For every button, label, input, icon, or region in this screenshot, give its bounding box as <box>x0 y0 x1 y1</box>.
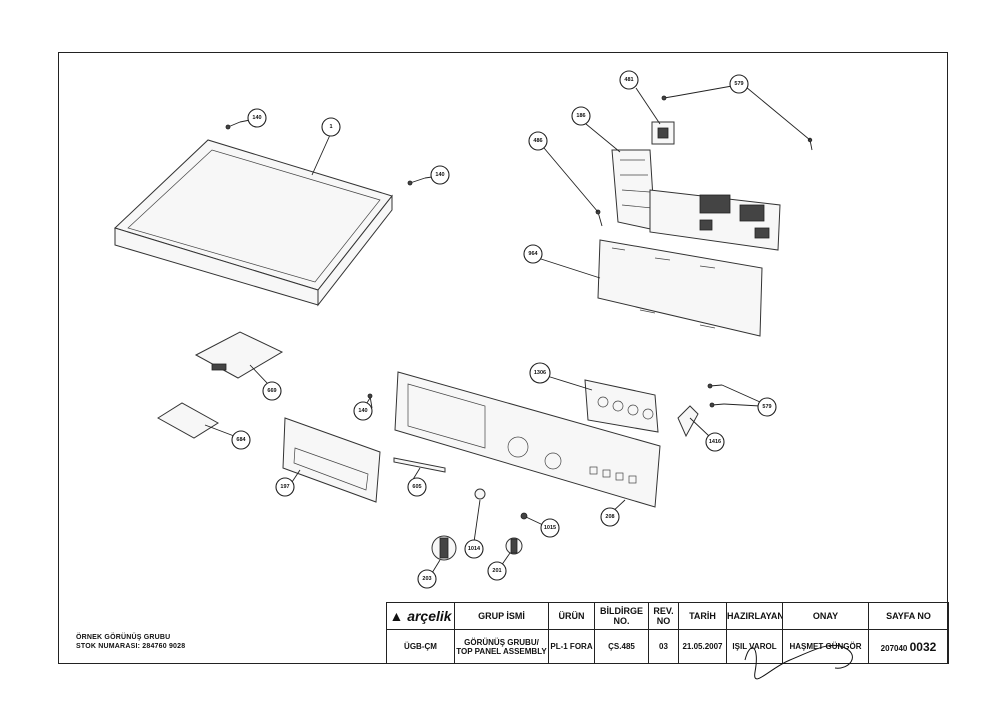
title-block: ▲ arçelik GRUP İSMİ ÜRÜN BİLDİRGE NO. RE… <box>386 602 949 664</box>
pin-1015-part <box>520 512 528 520</box>
strip-605-part <box>393 457 446 473</box>
svg-text:605: 605 <box>412 484 421 490</box>
header-approval: ONAY <box>782 602 869 630</box>
page-number: 0032 <box>909 639 937 654</box>
svg-text:579: 579 <box>762 404 771 410</box>
svg-text:208: 208 <box>605 514 614 520</box>
holder-186-part <box>611 149 656 231</box>
electronic-board-part <box>649 189 781 251</box>
top-lid-part <box>114 139 393 307</box>
header-group-name: GRUP İSMİ <box>454 602 549 630</box>
svg-text:1: 1 <box>329 124 332 130</box>
knob-cap-1014-part <box>474 488 486 500</box>
header-prepared-by: HAZIRLAYAN <box>726 602 783 630</box>
knob-201-part <box>505 537 523 555</box>
drawing-frame <box>58 52 948 664</box>
header-date: TARİH <box>678 602 727 630</box>
prepared-by-value: IŞIL VAROL <box>726 629 783 664</box>
screw-579-right <box>707 383 725 408</box>
group-code: ÜGB-ÇM <box>386 629 455 664</box>
date-value: 21.05.2007 <box>678 629 727 664</box>
svg-text:201: 201 <box>492 568 501 574</box>
stock-number-label: STOK NUMARASI: 284760 9028 <box>76 643 186 650</box>
cover-669-part <box>194 331 284 379</box>
notice-no-value: ÇS.485 <box>594 629 649 664</box>
connector-1416-part <box>677 405 699 438</box>
callout-669: 669 <box>262 381 282 401</box>
callout-964: 964 <box>523 244 543 264</box>
screw-486 <box>595 209 603 227</box>
svg-text:964: 964 <box>528 251 538 257</box>
product-value: PL-1 FORA <box>548 629 595 664</box>
svg-text:1306: 1306 <box>534 370 546 376</box>
header-rev-no: REV. NO <box>648 602 679 630</box>
callout-1416: 1416 <box>705 432 725 452</box>
screw-140-b <box>407 177 426 186</box>
svg-text:669: 669 <box>267 388 276 394</box>
callout-186: 186 <box>571 106 591 126</box>
screw-140-a <box>225 121 241 130</box>
brand-name: arçelik <box>407 608 452 624</box>
insulation-sheet-964-part <box>597 239 763 337</box>
callout-579-a: 579 <box>729 74 749 94</box>
callout-201: 201 <box>487 561 507 581</box>
control-panel-208-part <box>394 371 661 508</box>
bracket-481-part <box>651 121 675 145</box>
drawer-front-197-part <box>282 417 381 503</box>
svg-text:1416: 1416 <box>709 439 721 445</box>
callout-208: 208 <box>600 507 620 527</box>
svg-text:1015: 1015 <box>544 525 556 531</box>
rev-no-value: 03 <box>648 629 679 664</box>
svg-text:203: 203 <box>422 576 431 582</box>
svg-text:1014: 1014 <box>468 546 481 552</box>
callout-203: 203 <box>417 569 437 589</box>
callout-605: 605 <box>407 477 427 497</box>
callout-140-b: 140 <box>430 165 450 185</box>
svg-text:481: 481 <box>624 77 633 83</box>
svg-text:140: 140 <box>358 408 367 414</box>
callout-579-b: 579 <box>757 397 777 417</box>
callout-481: 481 <box>619 70 639 90</box>
knob-203-part <box>431 535 457 561</box>
callout-1: 1 <box>321 117 341 137</box>
svg-text:684: 684 <box>236 437 246 443</box>
svg-text:140: 140 <box>435 172 444 178</box>
svg-text:486: 486 <box>533 138 542 144</box>
callout-486: 486 <box>528 131 548 151</box>
sample-view-group-label: ÖRNEK GÖRÜNÜŞ GRUBU <box>76 634 171 641</box>
button-holder-1306-part <box>584 379 659 433</box>
header-notice-no: BİLDİRGE NO. <box>594 602 649 630</box>
callout-1014: 1014 <box>464 539 484 559</box>
header-page-no: SAYFA NO <box>868 602 949 630</box>
svg-text:140: 140 <box>252 115 261 121</box>
header-product: ÜRÜN <box>548 602 595 630</box>
group-name-value: GÖRÜNÜŞ GRUBU/ TOP PANEL ASSEMBLY <box>454 629 549 664</box>
callout-684: 684 <box>231 430 251 450</box>
brand-logo: ▲ arçelik <box>386 602 455 630</box>
page-no-value: 207040 0032 <box>868 629 949 664</box>
callout-140-a: 140 <box>247 108 267 128</box>
callout-140-c: 140 <box>353 401 373 421</box>
svg-text:186: 186 <box>576 113 585 119</box>
leader-lines <box>204 85 811 574</box>
page-prefix: 207040 <box>880 643 908 653</box>
svg-text:197: 197 <box>280 484 289 490</box>
callout-197: 197 <box>275 477 295 497</box>
svg-text:579: 579 <box>734 81 743 87</box>
plate-684-part <box>157 402 219 439</box>
approval-value: HAŞMET GÜNGÖR <box>782 629 869 664</box>
callout-1015: 1015 <box>540 518 560 538</box>
callout-1306: 1306 <box>529 362 551 384</box>
